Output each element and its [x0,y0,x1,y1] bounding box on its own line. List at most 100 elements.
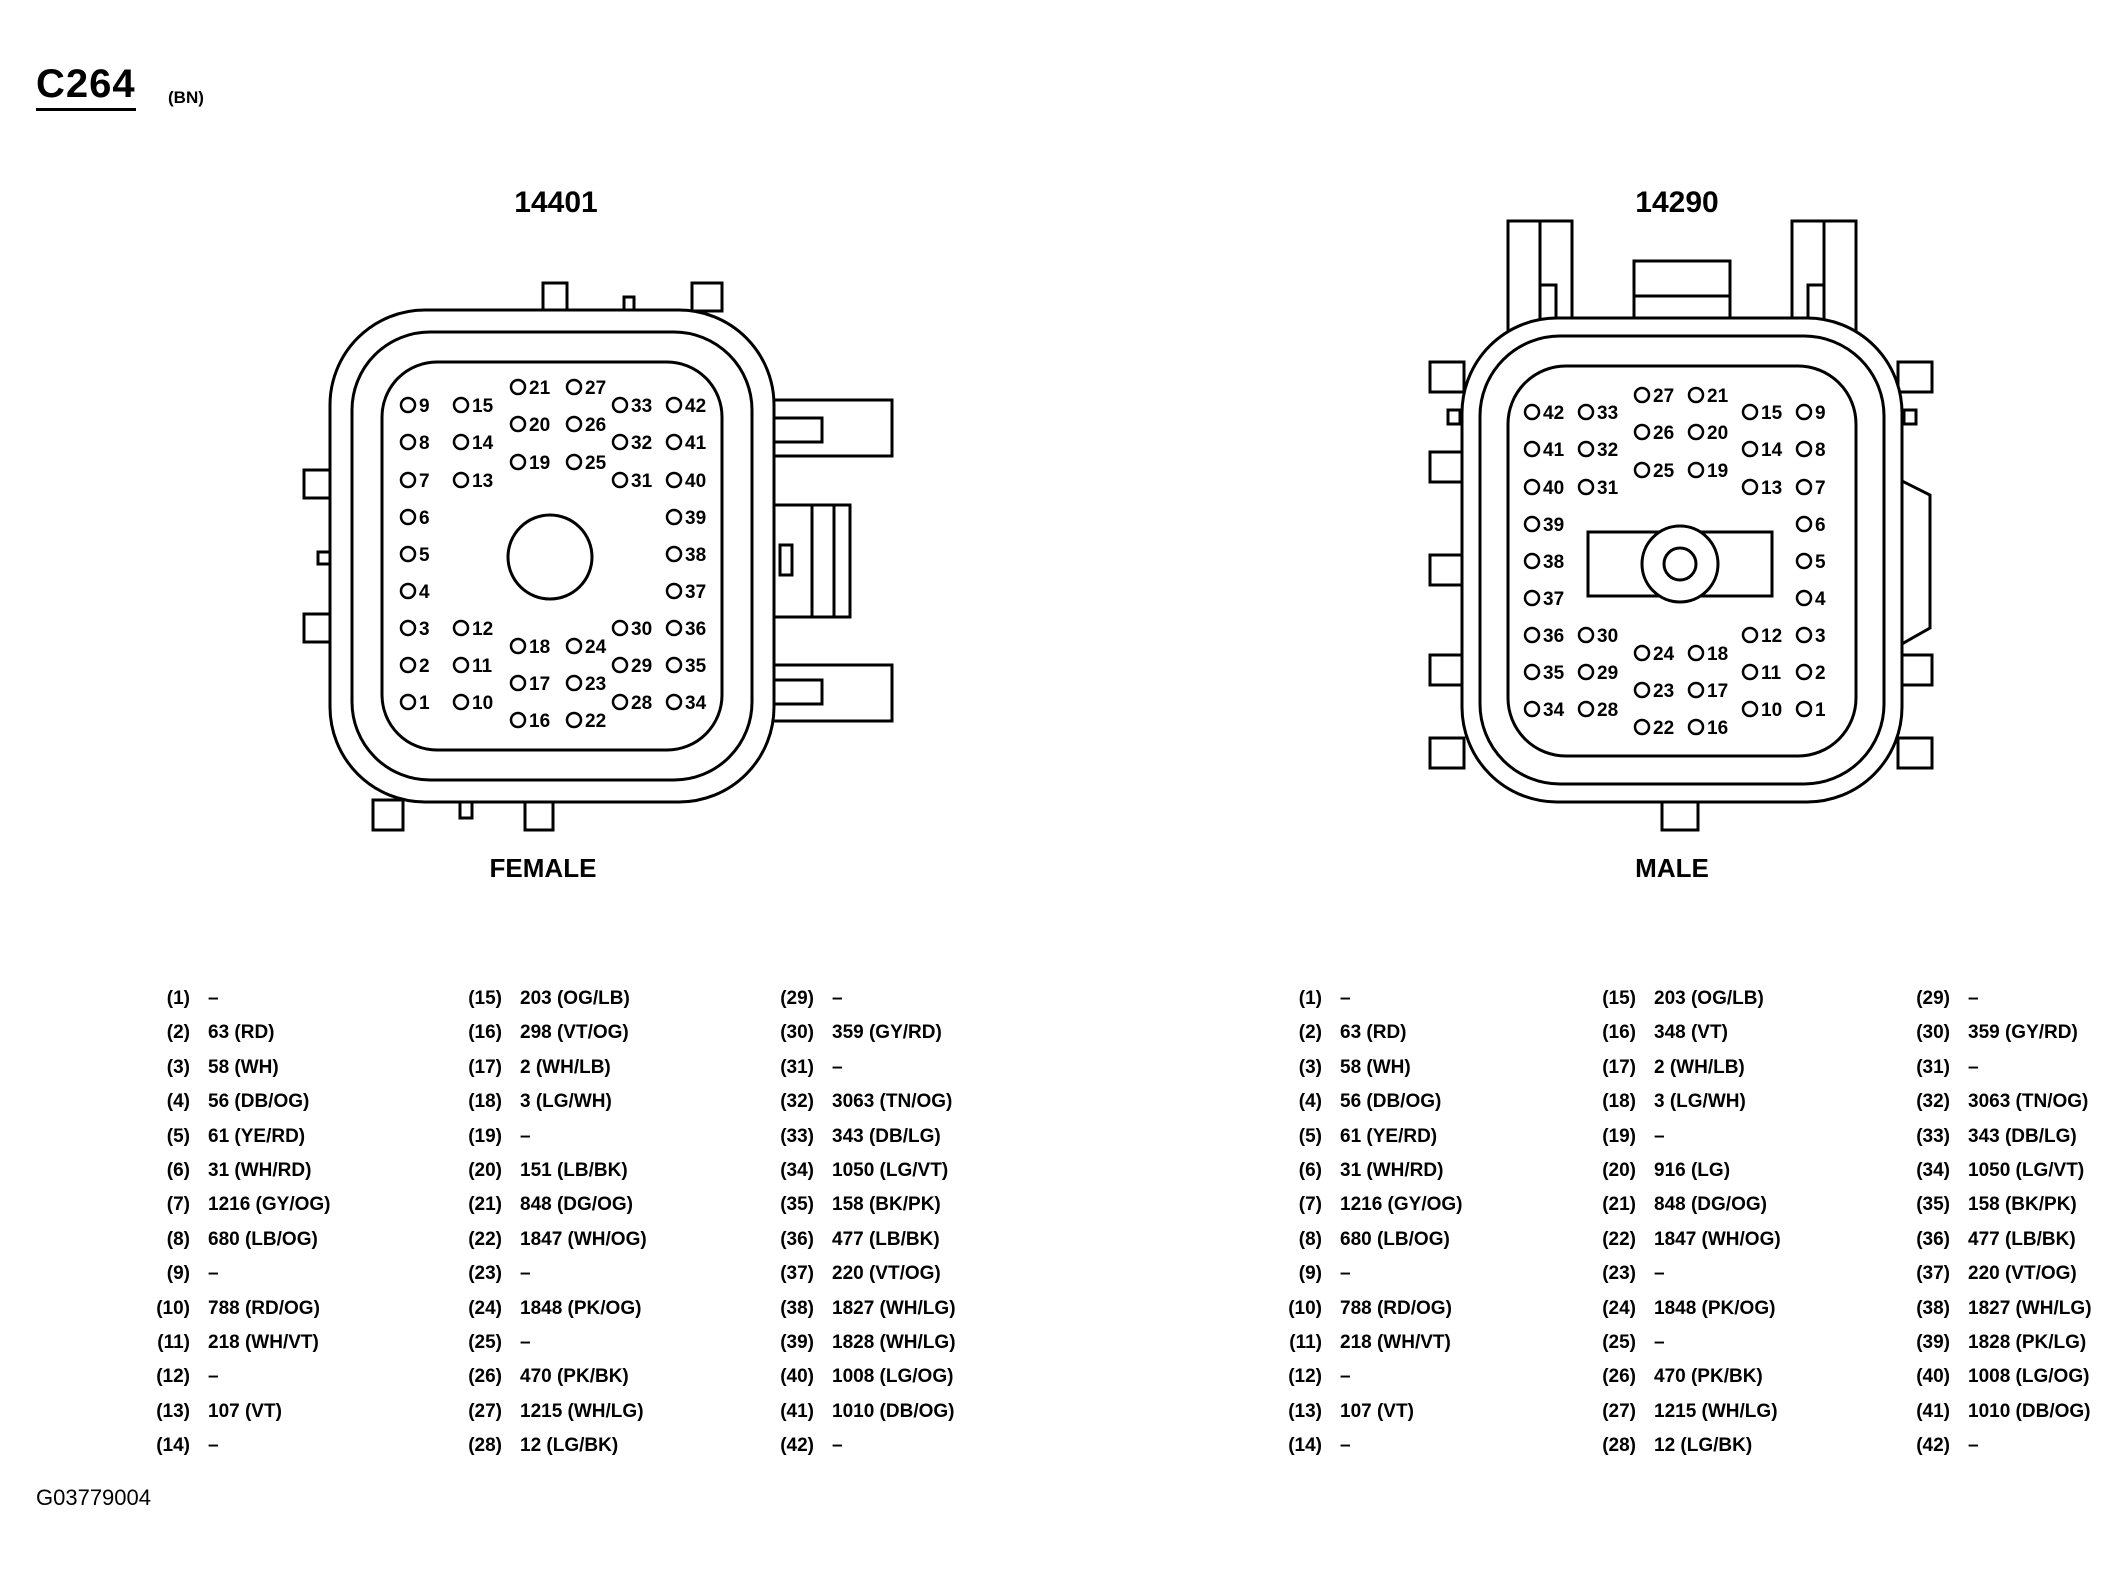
wire-circuit: 58 (WH) [208,1056,279,1078]
pin-number: (42) [1916,1435,1950,1457]
pin-cavity-label-22: 22 [585,711,606,732]
pin-cavity-37 [665,582,683,600]
pin-cavity-label-18: 18 [529,637,550,658]
pin-cavity-16 [1687,718,1705,736]
wire-circuit: 477 (LB/BK) [832,1228,940,1250]
pin-cavity-31 [611,471,629,489]
pin-number: (33) [1916,1125,1950,1147]
pin-cavity-label-33: 33 [631,396,652,417]
wire-circuit: 1848 (PK/OG) [1654,1297,1776,1319]
pin-cavity-39 [1523,515,1541,533]
pin-cavity-label-3: 3 [1815,626,1826,647]
pin-cavity-label-37: 37 [1543,589,1564,610]
pin-number: (7) [1298,1194,1322,1216]
pin-number: (6) [166,1159,190,1181]
pin-cavity-8 [1795,440,1813,458]
pin-cavity-label-4: 4 [1815,589,1826,610]
pin-cavity-22 [1633,718,1651,736]
pin-cavity-label-13: 13 [472,471,493,492]
pin-number-column: (29)(30)(31)(32)(33)(34)(35)(36)(37)(38)… [754,988,814,1469]
pin-cavity-label-22: 22 [1653,718,1674,739]
pin-cavity-label-39: 39 [1543,515,1564,536]
pin-cavity-17 [509,674,527,692]
pin-cavity-label-20: 20 [1707,423,1728,444]
pin-cavity-label-40: 40 [685,471,706,492]
wire-circuit: 2 (WH/LB) [1654,1056,1745,1078]
female-connector-housing [302,281,894,832]
wire-circuit: 1050 (LG/VT) [832,1159,949,1181]
pin-cavity-label-4: 4 [419,582,430,603]
pin-cavity-32 [1577,440,1595,458]
pin-number: (3) [1298,1056,1322,1078]
wire-circuit: – [1654,1331,1665,1353]
pin-number: (7) [166,1194,190,1216]
pin-cavity-18 [509,637,527,655]
pin-cavity-5 [399,545,417,563]
pin-number: (41) [780,1400,814,1422]
wire-circuit: 31 (WH/RD) [208,1159,312,1181]
pin-number: (28) [1602,1435,1636,1457]
pin-cavity-label-24: 24 [1653,644,1675,665]
pin-number: (19) [468,1125,502,1147]
pin-number: (25) [1602,1331,1636,1353]
pin-number: (19) [1602,1125,1636,1147]
pin-cavity-10 [1741,700,1759,718]
pin-cavity-31 [1577,478,1595,496]
pin-number: (40) [780,1366,814,1388]
female-gender-label: FEMALE [489,853,597,883]
pin-cavity-label-39: 39 [685,508,706,529]
pin-number: (4) [166,1091,190,1113]
pin-number: (40) [1916,1366,1950,1388]
pin-number: (18) [468,1091,502,1113]
wire-circuit: 158 (BK/PK) [1968,1194,2077,1216]
pin-number: (28) [468,1435,502,1457]
pin-cavity-label-16: 16 [1707,718,1728,739]
pin-cavity-label-32: 32 [631,433,652,454]
pin-cavity-41 [1523,440,1541,458]
wire-circuit: 220 (VT/OG) [1968,1263,2077,1285]
pin-cavity-13 [1741,478,1759,496]
pin-cavity-label-23: 23 [585,674,606,695]
pin-cavity-label-34: 34 [1543,700,1565,721]
pin-cavity-label-38: 38 [1543,552,1564,573]
wire-circuit: – [1654,1125,1665,1147]
pin-cavity-label-2: 2 [1815,663,1826,684]
wire-circuit: – [520,1263,531,1285]
pin-number: (34) [780,1159,814,1181]
pin-cavity-30 [611,619,629,637]
wire-circuit: 1827 (WH/LG) [1968,1297,2092,1319]
pin-number: (36) [780,1228,814,1250]
pin-cavity-label-27: 27 [585,378,606,399]
pin-number: (6) [1298,1159,1322,1181]
wire-circuit: – [1654,1263,1665,1285]
wire-circuit: 203 (OG/LB) [520,988,630,1009]
wire-circuit: 1008 (LG/OG) [1968,1366,2090,1388]
pin-number: (12) [156,1366,190,1388]
pin-cavity-11 [452,656,470,674]
pin-number: (8) [166,1228,190,1250]
pin-cavity-38 [1523,552,1541,570]
pin-number: (35) [1916,1194,1950,1216]
pin-number: (9) [1298,1263,1322,1285]
pin-cavity-label-24: 24 [585,637,607,658]
wire-circuit: 12 (LG/BK) [1654,1435,1753,1457]
male-connector-housing [1428,219,1934,832]
pin-cavity-label-12: 12 [1761,626,1782,647]
pin-cavity-label-17: 17 [1707,681,1728,702]
pin-cavity-label-23: 23 [1653,681,1674,702]
pin-cavity-3 [399,619,417,637]
wire-circuit: 359 (GY/RD) [832,1022,942,1044]
pin-cavity-label-1: 1 [419,693,430,714]
wire-circuit: 1215 (WH/LG) [520,1400,644,1422]
wire-circuit: 343 (DB/LG) [1968,1125,2077,1147]
wire-circuit: 107 (VT) [208,1400,282,1422]
pin-cavity-label-14: 14 [1761,440,1783,461]
pin-cavity-label-21: 21 [529,378,551,399]
pin-cavity-5 [1795,552,1813,570]
pin-cavity-15 [452,396,470,414]
pin-cavity-label-28: 28 [631,693,652,714]
pin-cavity-label-28: 28 [1597,700,1618,721]
wire-circuit: 1847 (WH/OG) [1654,1228,1781,1250]
pin-cavity-23 [565,674,583,692]
